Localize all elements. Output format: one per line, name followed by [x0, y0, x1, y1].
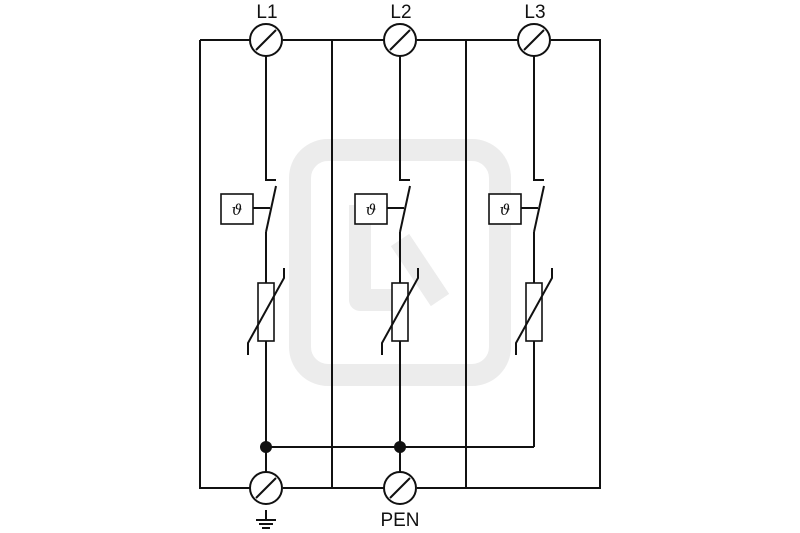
label-pen: PEN — [380, 510, 419, 531]
terminal-screw-icon — [383, 471, 417, 505]
thermal-disconnector-icon — [220, 193, 254, 225]
thermal-symbol: ϑ — [500, 201, 511, 219]
branch-l2: ϑ — [354, 56, 419, 472]
terminal-screw-icon — [383, 23, 417, 57]
enclosure-lines — [199, 39, 601, 489]
ground-icon — [256, 510, 276, 529]
thermal-symbol: ϑ — [232, 201, 243, 219]
terminal-screw-icon — [249, 471, 283, 505]
label-l1: L1 — [256, 2, 277, 23]
label-l3: L3 — [524, 2, 545, 23]
branch-l1: ϑ — [220, 56, 285, 472]
thermal-disconnector-icon — [354, 193, 388, 225]
thermal-disconnector-icon — [488, 193, 522, 225]
label-l2: L2 — [390, 2, 411, 23]
thermal-symbol: ϑ — [366, 201, 377, 219]
branch-l3: ϑ — [488, 56, 553, 447]
terminal-screw-icon — [249, 23, 283, 57]
terminal-screw-icon — [517, 23, 551, 57]
